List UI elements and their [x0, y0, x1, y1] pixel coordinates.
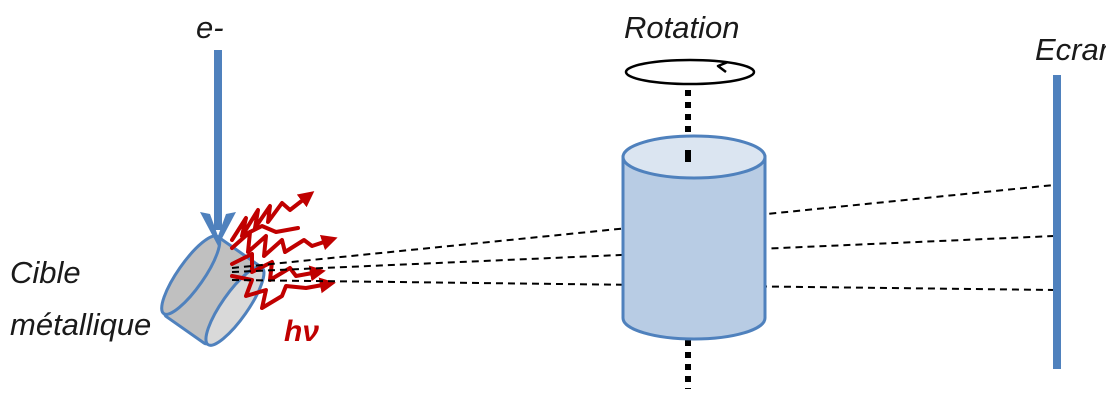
target-label-line2: métallique — [10, 307, 152, 342]
target-label-line1: Cible — [10, 255, 81, 290]
photon-label: hν — [284, 315, 320, 348]
crystal-cylinder — [621, 134, 767, 341]
photon-emission — [230, 191, 338, 310]
rotation-label: Rotation — [624, 10, 740, 45]
electron-label: e- — [196, 10, 224, 45]
detection-screen — [1053, 75, 1061, 369]
rotation-arrow-icon — [624, 58, 756, 86]
electron-beam — [200, 50, 236, 246]
metal-target — [160, 234, 266, 347]
screen-label: Ecran — [1035, 32, 1106, 67]
